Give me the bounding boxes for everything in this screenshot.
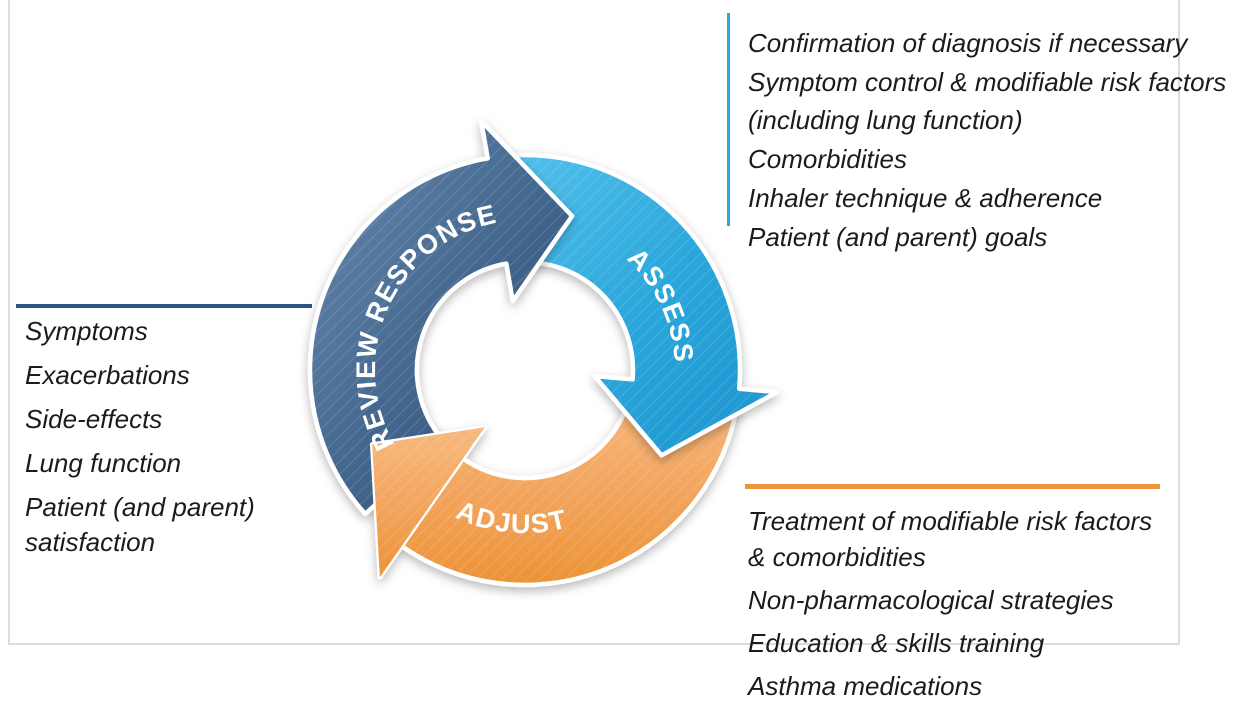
assess-connector-line (727, 13, 730, 226)
adjust-note: Asthma medications (748, 671, 983, 701)
assess-note: Symptom control & modifiable risk factor… (748, 67, 1227, 135)
review-note: Exacerbations (25, 360, 190, 390)
adjust-notes: Treatment of modifiable risk factors & c… (748, 503, 1153, 711)
review-note: Lung function (25, 448, 182, 478)
assess-notes: Confirmation of diagnosis if necessary S… (748, 24, 1244, 257)
assess-arrow (504, 152, 780, 458)
adjust-note: Education & skills training (748, 628, 1045, 658)
assess-note: Inhaler technique & adherence (748, 183, 1103, 213)
assess-note: Confirmation of diagnosis if necessary (748, 28, 1188, 58)
cycle-arrows: REVIEW RESPONSE ASSESS ADJUST (307, 118, 780, 588)
adjust-note: Treatment of modifiable risk factors & c… (748, 506, 1153, 572)
review-response-notes: Symptoms Exacerbations Side-effects Lung… (25, 314, 293, 569)
assess-note: Comorbidities (748, 144, 907, 174)
review-response-arrow (307, 118, 575, 517)
assess-note: Patient (and parent) goals (748, 222, 1048, 252)
review-note: Side-effects (25, 404, 163, 434)
adjust-arrowhead (369, 425, 488, 580)
adjust-connector-line (745, 484, 1160, 489)
adjust-note: Non-pharmacological strategies (748, 585, 1114, 615)
review-note: Patient (and parent) satisfaction (25, 492, 255, 557)
review-connector-line (16, 304, 312, 308)
review-note: Symptoms (25, 316, 148, 346)
